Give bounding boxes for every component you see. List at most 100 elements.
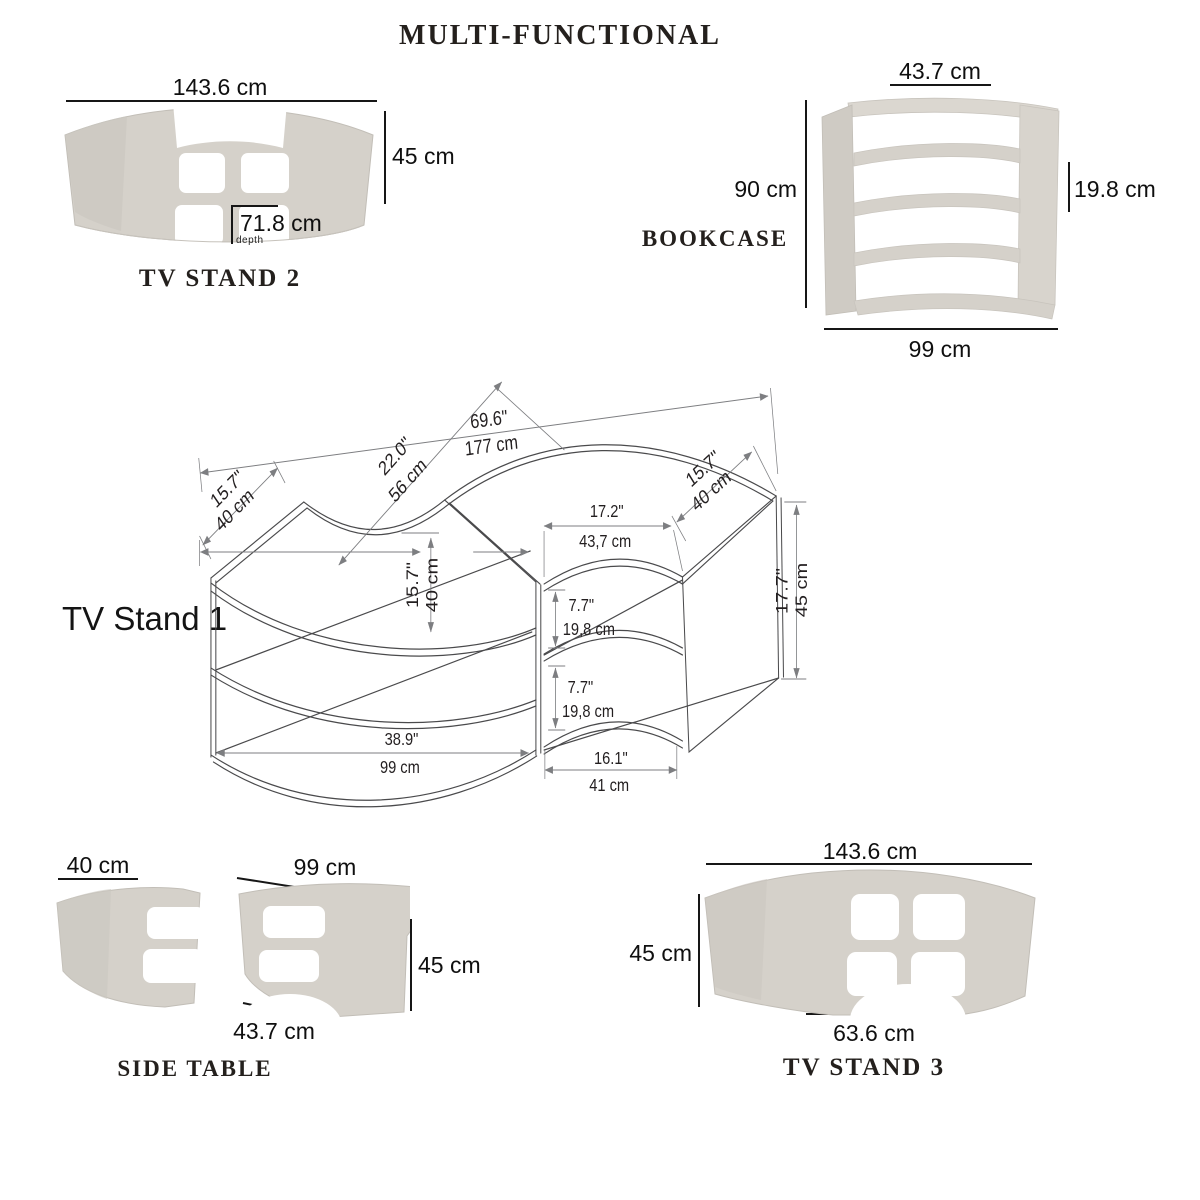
tvstand3-width-line: [706, 863, 1032, 865]
tvstand3-opening-3: [847, 952, 897, 996]
dim-total-ext: [198, 385, 779, 493]
sidetable2-bottom-arch: [238, 994, 342, 1020]
sidetable-render-2: [238, 883, 410, 1020]
dim-leftwidth-cm: 99 cm: [380, 758, 420, 778]
tvstand3-opening-4: [911, 952, 965, 996]
tvstand2-width-value: 143.6 cm: [172, 74, 268, 100]
wf-seam-diagonal: [444, 499, 541, 585]
bookcase-topwidth-value: 43.7 cm: [899, 58, 981, 84]
tvstand2-opening-1: [179, 153, 225, 193]
wf-bottom-curve: [210, 749, 538, 808]
tvstand2-height-value: 45 cm: [392, 143, 455, 169]
dim-rightdepth-ext: [671, 445, 777, 542]
dim-innerheight-cm: 40 cm: [422, 558, 441, 612]
bookcase-render: [821, 97, 1060, 320]
tvstand2-depth-bracket-v: [231, 205, 233, 244]
sidetable1-opening-1: [147, 907, 205, 939]
bookcase-left-panel: [821, 104, 857, 316]
sidetable1-opening-2: [143, 949, 203, 983]
bookcase-shelf-1: [853, 143, 1021, 167]
dim-leftwidth-in: 38.9": [385, 730, 419, 750]
wf-panel-front: [681, 576, 780, 754]
tvstand2-opening-4: [239, 205, 289, 245]
tvstand3-opening-2: [913, 894, 965, 940]
dim-shelflower-cm: 19,8 cm: [562, 702, 614, 722]
tvstand2-depth-value: 71.8 cm: [240, 210, 322, 236]
tvstand3-label: TV STAND 3: [782, 1054, 946, 1081]
tvstand3-bottom-arch: [850, 984, 966, 1016]
tvstand3-base-value: 63.6 cm: [833, 1020, 915, 1046]
dim-curve-line: [338, 381, 503, 566]
bookcase-shelf-2: [853, 193, 1021, 217]
tvstand2-opening-3: [175, 205, 223, 245]
wf-seam-vertical: [535, 581, 542, 756]
tvstand1-label: TV Stand 1: [62, 600, 228, 637]
bookcase-shelf-3: [853, 243, 1021, 267]
bookcase-topwidth-line: [890, 84, 991, 86]
sidetable2-body: [238, 883, 410, 1018]
dim-rightwidth-cm: 41 cm: [589, 776, 629, 796]
bookcase-shelfheight-line: [1068, 162, 1070, 212]
sidetable2-opening-2: [259, 950, 319, 982]
tvstand2-depth-caption: depth: [236, 235, 264, 246]
tvstand3-height-value: 45 cm: [629, 940, 692, 966]
page-title: MULTI-FUNCTIONAL: [399, 20, 721, 51]
tvstand1-dimensions: [198, 381, 807, 779]
tvstand2-width-line: [66, 100, 377, 102]
tvstand3-width-value: 143.6 cm: [822, 838, 918, 864]
sidetable-height-line: [410, 919, 412, 1011]
wf-panel-top-edge: [681, 495, 777, 585]
wf-right-arc-mid: [543, 629, 684, 662]
dim-opening-ext: [543, 529, 683, 577]
wf-dip-curve: [303, 499, 447, 536]
dim-leftdepth-line: [202, 467, 279, 546]
tvstand2-opening-2: [241, 153, 289, 193]
sidetable-corner-value: 43.7 cm: [233, 1018, 315, 1044]
sidetable-depth-line: [58, 878, 138, 880]
dim-sideheight-in: 17.7": [772, 568, 791, 614]
dim-rightwidth-in: 16.1": [594, 749, 628, 769]
dim-sideheight-cm: 45 cm: [792, 563, 811, 617]
bookcase-shelfheight-value: 19.8 cm: [1074, 176, 1156, 202]
bookcase-label: BOOKCASE: [641, 226, 789, 251]
dim-shelflower-in: 7.7": [568, 678, 594, 698]
wf-panel-right-edge: [775, 495, 785, 679]
wf-right-arc-top: [543, 558, 684, 592]
dim-shelfupper-ticks: [548, 589, 566, 649]
tvstand2-depth-bracket-h: [231, 205, 278, 207]
dim-shelfupper-in: 7.7": [568, 596, 594, 616]
sidetable1-shading: [57, 889, 111, 999]
dim-opening-cm: 43,7 cm: [579, 532, 631, 552]
tvstand2-top-notch: [173, 103, 287, 148]
tvstand2-render: [64, 103, 374, 245]
wf-right-interior: [543, 579, 780, 751]
dim-total-in: 69.6": [469, 405, 508, 433]
sidetable-depth-value: 40 cm: [66, 852, 130, 878]
tvstand2-height-line: [384, 111, 386, 204]
dim-innerheight-in: 15.7": [403, 562, 422, 608]
dim-total-cm: 177 cm: [464, 430, 519, 460]
tvstand2-label: TV STAND 2: [138, 265, 302, 292]
wf-mid-shelf-curve: [210, 667, 537, 730]
dim-opening-in: 17.2": [590, 502, 624, 522]
dim-shelfupper-cm: 19,8 cm: [563, 620, 615, 640]
tvstand3-render: [704, 869, 1036, 1016]
tvstand3-shading: [705, 879, 767, 1000]
wf-top-front-curve: [210, 582, 537, 657]
bookcase-height-value: 90 cm: [734, 176, 797, 202]
tvstand3-height-line: [698, 894, 700, 1007]
tvstand1-drawing: 69.6" 177 cm 22.0" 56 cm 15.7" 40 cm 15.…: [198, 381, 811, 808]
sidetable-render-1: [56, 887, 205, 1008]
bookcase-right-panel: [1017, 104, 1060, 310]
bookcase-bottomwidth-line: [824, 328, 1058, 330]
dim-sideheight-ticks: [781, 501, 807, 680]
dim-rightwidth-ticks: [544, 746, 678, 779]
tvstand3-opening-1: [851, 894, 899, 940]
wf-left-interior: [215, 550, 533, 754]
sidetable-label: SIDE TABLE: [117, 1056, 273, 1081]
sidetable-width-value: 99 cm: [293, 854, 357, 880]
sidetable2-opening-1: [263, 906, 325, 938]
bookcase-height-line: [805, 100, 807, 308]
tvstand2-shading: [65, 116, 127, 231]
